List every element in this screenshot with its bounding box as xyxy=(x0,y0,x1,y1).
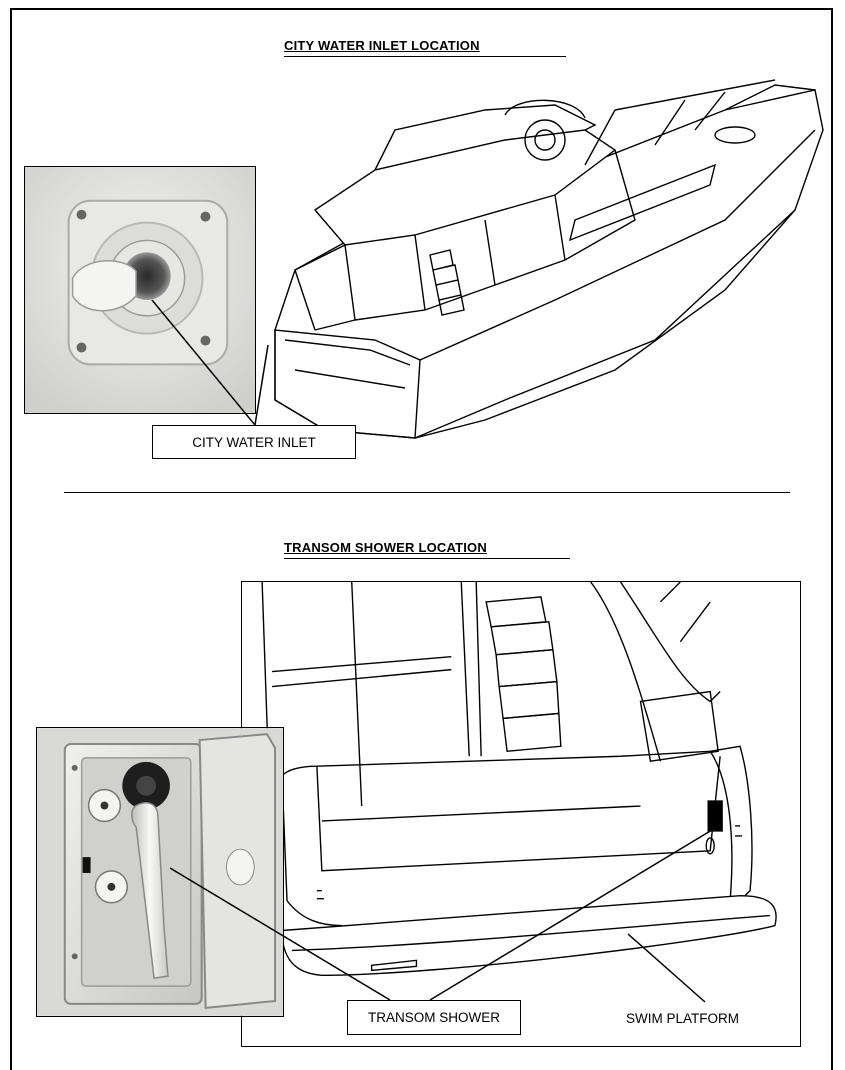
swim-platform-label: SWIM PLATFORM xyxy=(626,1011,739,1026)
transom-shower-title: TRANSOM SHOWER LOCATION xyxy=(284,540,487,555)
title-underline xyxy=(284,56,566,57)
page-frame xyxy=(10,8,833,1070)
city-water-inlet-photo xyxy=(24,166,256,414)
section-divider xyxy=(64,492,790,493)
city-water-inlet-label: CITY WATER INLET xyxy=(152,425,356,459)
city-water-title: CITY WATER INLET LOCATION xyxy=(284,38,480,53)
yacht-line-drawing xyxy=(274,79,824,439)
title-underline-bottom xyxy=(284,558,570,559)
transom-line-drawing xyxy=(241,581,801,1047)
transom-shower-photo xyxy=(36,727,284,1017)
transom-shower-label: TRANSOM SHOWER xyxy=(347,1000,521,1035)
